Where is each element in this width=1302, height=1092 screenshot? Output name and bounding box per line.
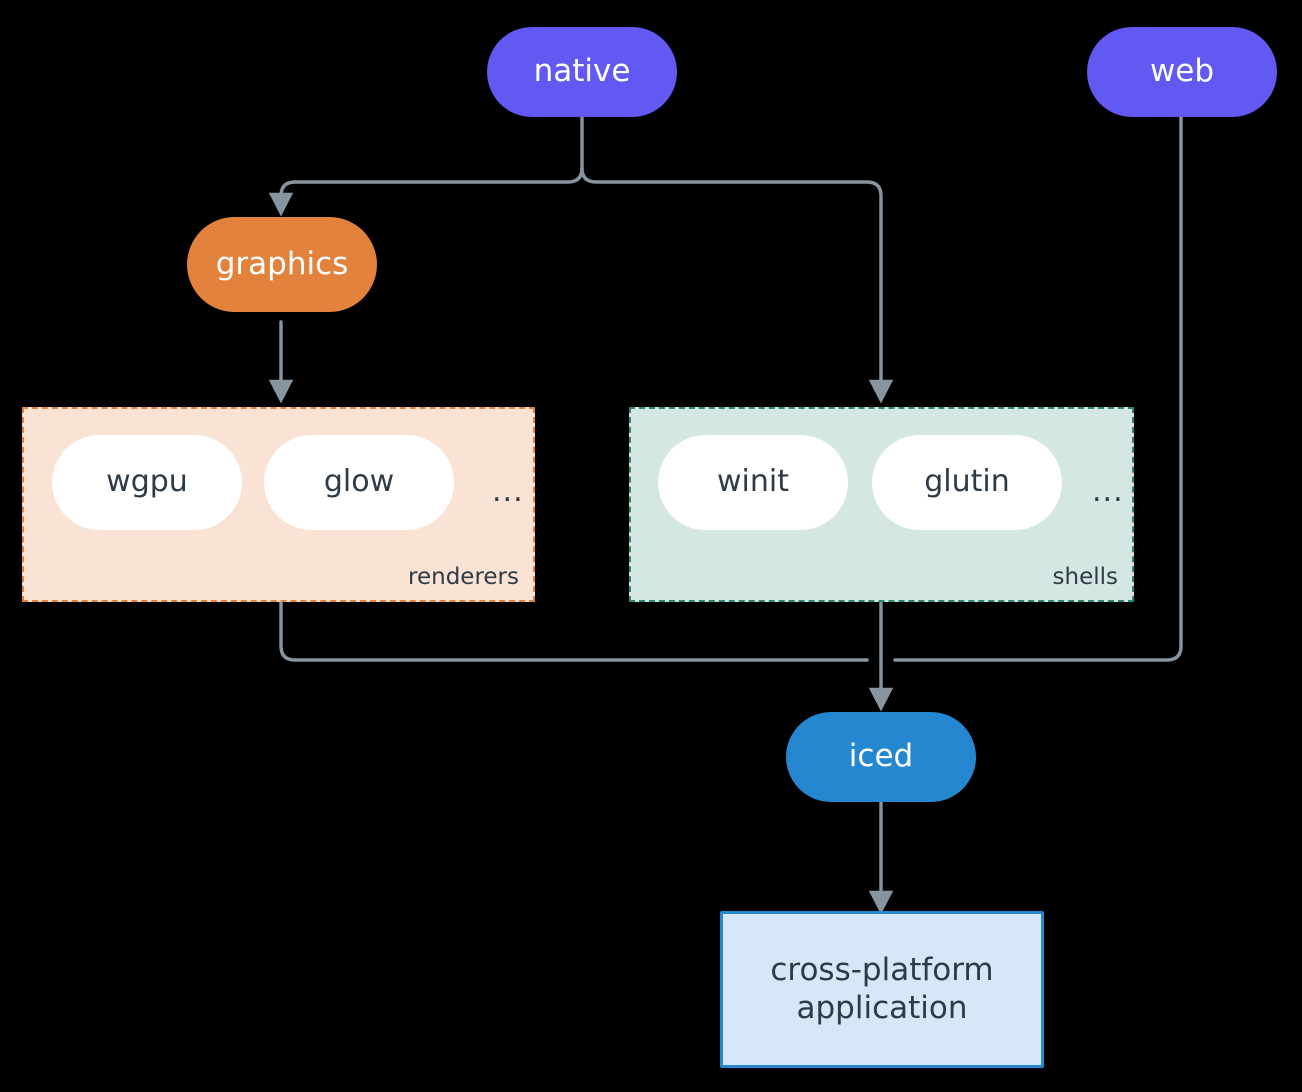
node-wgpu[interactable]: wgpu <box>52 435 242 530</box>
application-label-line1: cross-platform <box>770 951 994 988</box>
node-iced-label: iced <box>848 738 914 775</box>
node-glutin-label: glutin <box>924 464 1010 500</box>
node-web[interactable]: web <box>1087 27 1277 117</box>
node-native[interactable]: native <box>487 27 677 117</box>
edge-native-to-shells <box>580 166 894 404</box>
renderers-overflow-ellipsis: ... <box>492 474 524 509</box>
cluster-renderers-label: renderers <box>408 564 519 590</box>
edge-native-to-graphics <box>268 166 584 217</box>
node-glutin[interactable]: glutin <box>872 435 1062 530</box>
node-wgpu-label: wgpu <box>106 464 188 500</box>
node-web-label: web <box>1149 53 1215 90</box>
node-winit-label: winit <box>717 464 789 500</box>
node-iced[interactable]: iced <box>786 712 976 802</box>
node-native-label: native <box>533 53 631 90</box>
cluster-shells-label: shells <box>1052 564 1118 590</box>
node-cross-platform-application[interactable]: cross-platform application <box>720 911 1044 1068</box>
cluster-renderers: wgpu glow ... renderers <box>22 407 535 602</box>
node-graphics-label: graphics <box>215 245 349 282</box>
node-graphics[interactable]: graphics <box>187 217 377 312</box>
node-glow-label: glow <box>323 464 395 500</box>
node-winit[interactable]: winit <box>658 435 848 530</box>
node-glow[interactable]: glow <box>264 435 454 530</box>
cluster-shells: winit glutin ... shells <box>629 407 1134 602</box>
shells-overflow-ellipsis: ... <box>1092 474 1124 509</box>
application-label-line2: application <box>796 989 968 1026</box>
edge-renderers-to-iced <box>279 600 869 662</box>
